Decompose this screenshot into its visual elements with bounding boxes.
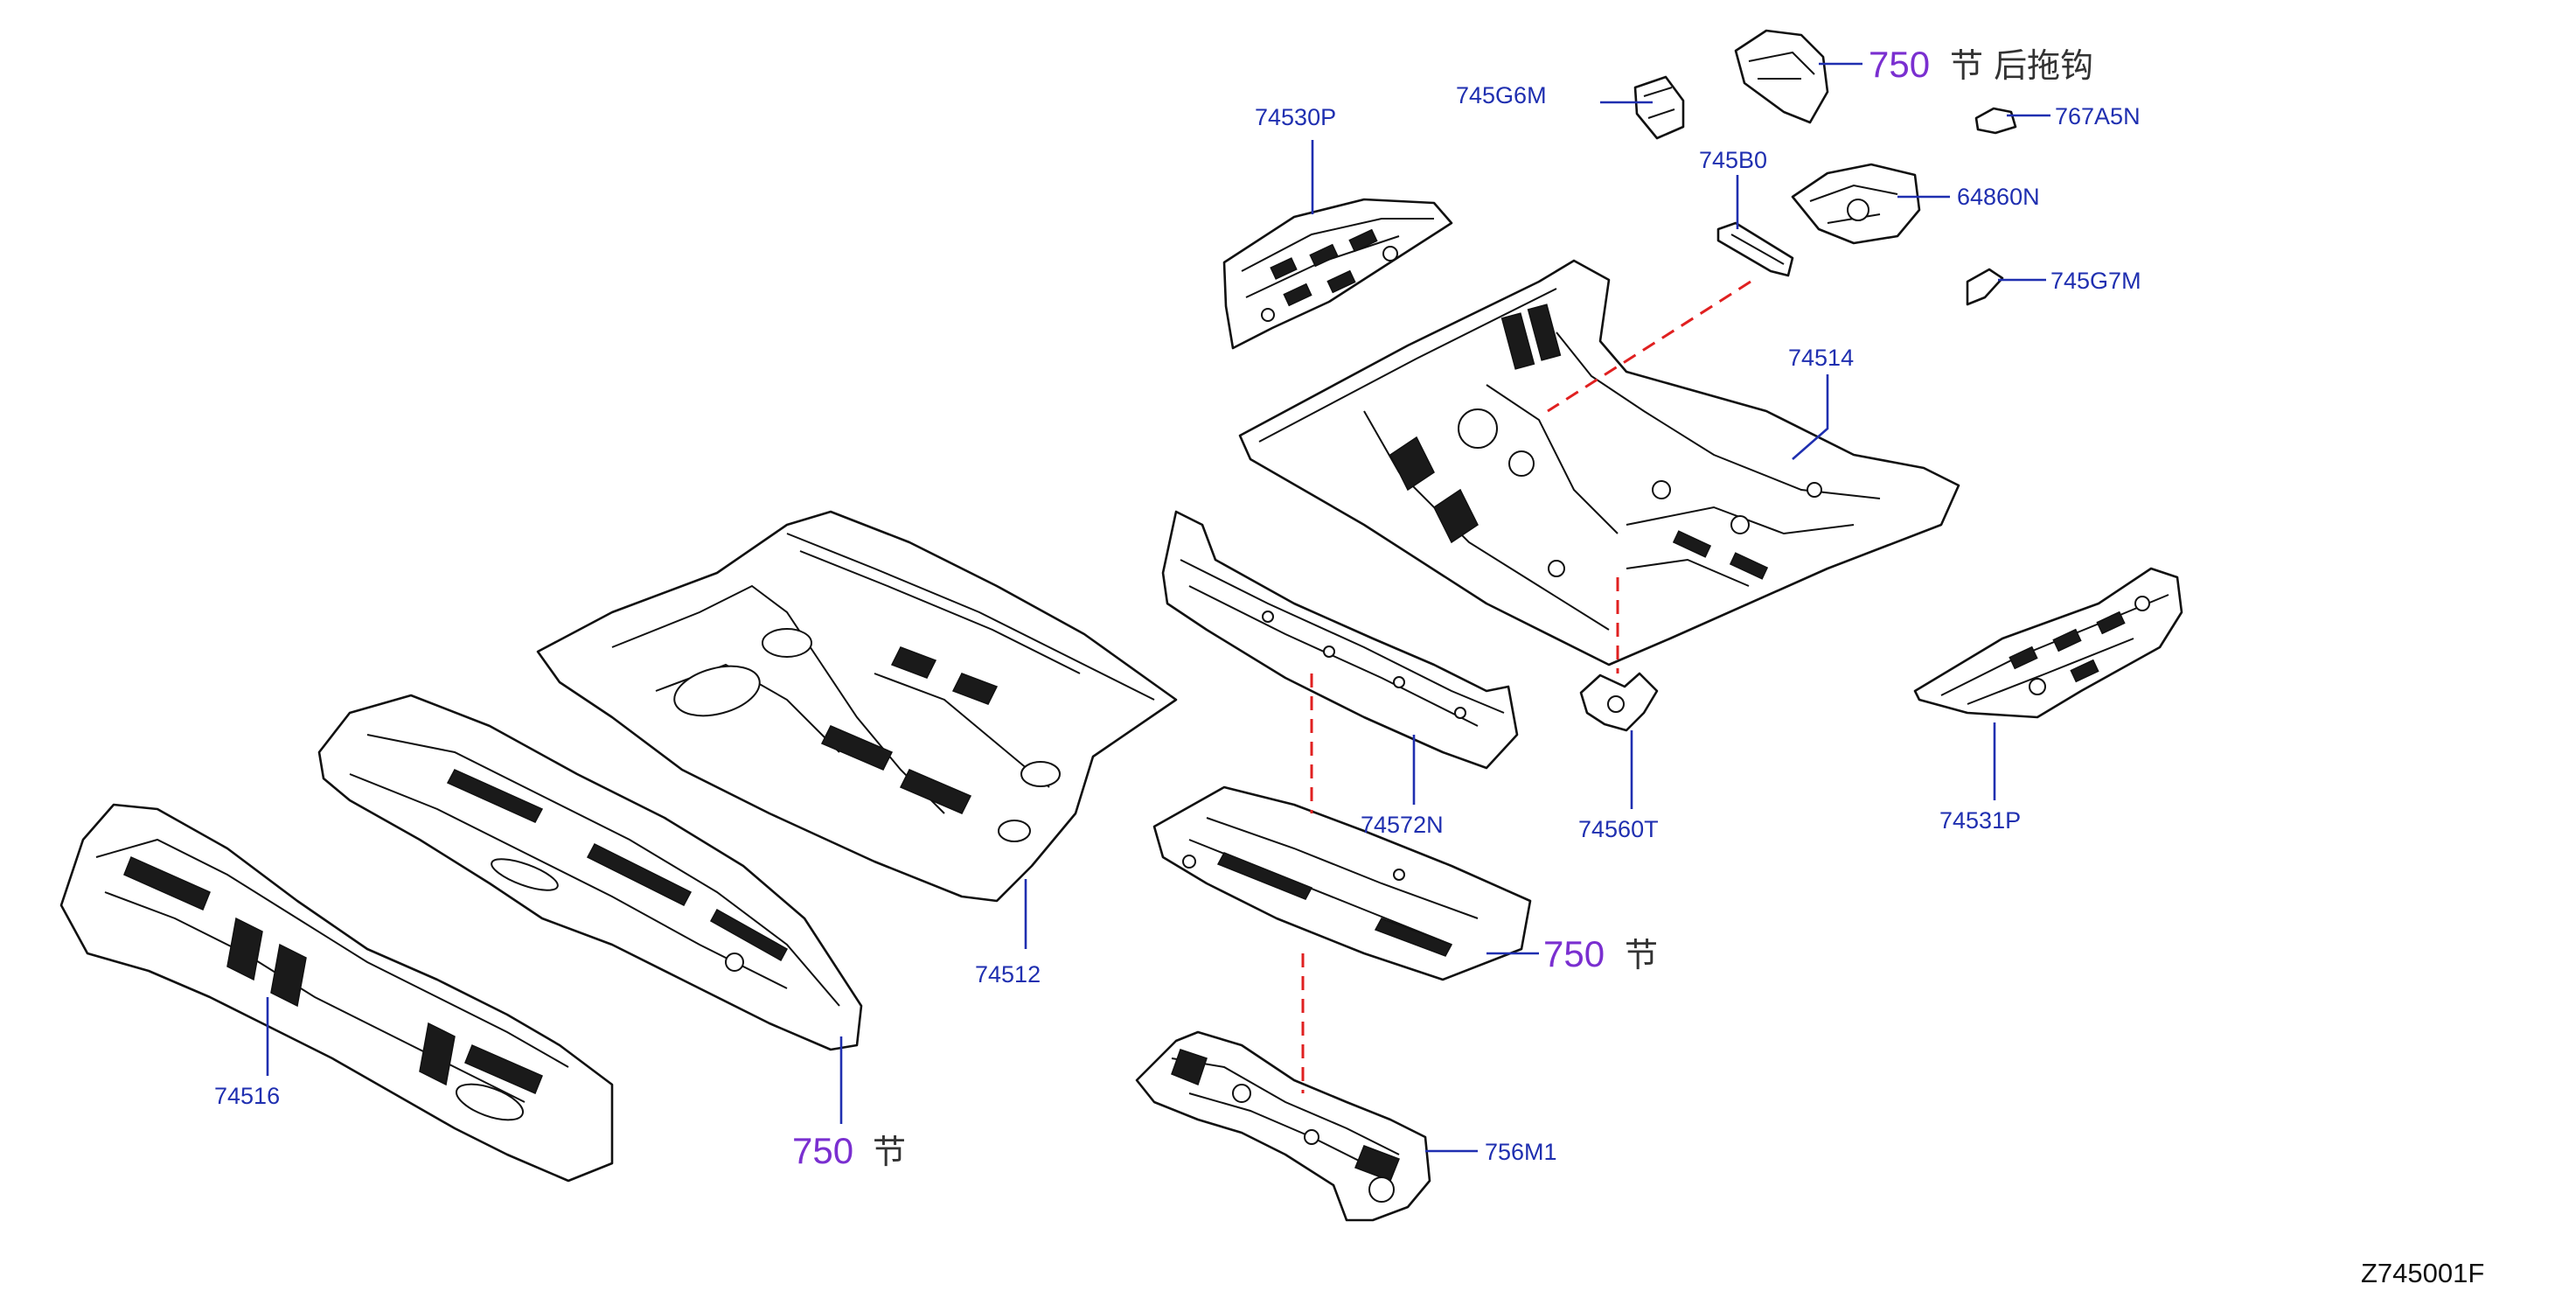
part-74531P-drawing <box>1913 567 2183 719</box>
part-74530P-drawing <box>1222 198 1453 350</box>
drawing-code: Z745001F <box>2361 1258 2484 1288</box>
label-756M1: 756M1 <box>1485 1139 1557 1165</box>
part-tow-hook-bracket-drawing <box>1734 29 1829 124</box>
connector-745B0-to-74514 <box>1547 280 1751 413</box>
part-rear-panel-mid-drawing <box>317 694 863 1051</box>
part-64860N-drawing <box>1791 163 1921 245</box>
section-ref-rear-text: 节 <box>873 1133 906 1171</box>
part-745G7M-drawing <box>1966 268 2004 306</box>
part-74572N-drawing <box>1161 510 1519 770</box>
part-767A5N-drawing <box>1974 107 2017 135</box>
part-756M1-drawing <box>1135 1030 1431 1222</box>
label-745G7M: 745G7M <box>2050 268 2141 294</box>
leader-74514 <box>1792 374 1829 460</box>
label-74530P: 74530P <box>1255 104 1336 130</box>
label-74560T: 74560T <box>1578 816 1659 842</box>
section-ref-tow-hook-text: 节 后拖钩 <box>1950 46 2093 85</box>
label-745B0: 745B0 <box>1699 147 1767 173</box>
section-ref-tow-hook-number[interactable]: 750 <box>1869 44 1930 85</box>
label-745G6M: 745G6M <box>1456 82 1547 108</box>
section-ref-mid-number[interactable]: 750 <box>1543 933 1605 974</box>
section-ref-rear-number[interactable]: 750 <box>792 1130 853 1171</box>
label-64860N: 64860N <box>1957 184 2040 210</box>
part-74560T-drawing <box>1579 672 1659 732</box>
label-767A5N: 767A5N <box>2055 103 2141 129</box>
part-745B0-drawing <box>1716 221 1794 277</box>
part-745G6M-drawing <box>1633 75 1685 140</box>
section-ref-mid-text: 节 <box>1625 936 1658 974</box>
label-74514: 74514 <box>1788 345 1854 371</box>
label-74516: 74516 <box>214 1083 280 1109</box>
label-74572N: 74572N <box>1361 812 1444 838</box>
label-74512: 74512 <box>975 961 1041 987</box>
part-74514-drawing <box>1238 259 1960 666</box>
part-74516-drawing <box>59 803 614 1183</box>
part-floor-panel-mid-drawing <box>1152 785 1532 981</box>
label-74531P: 74531P <box>1939 807 2021 834</box>
part-74512-drawing <box>536 510 1178 903</box>
